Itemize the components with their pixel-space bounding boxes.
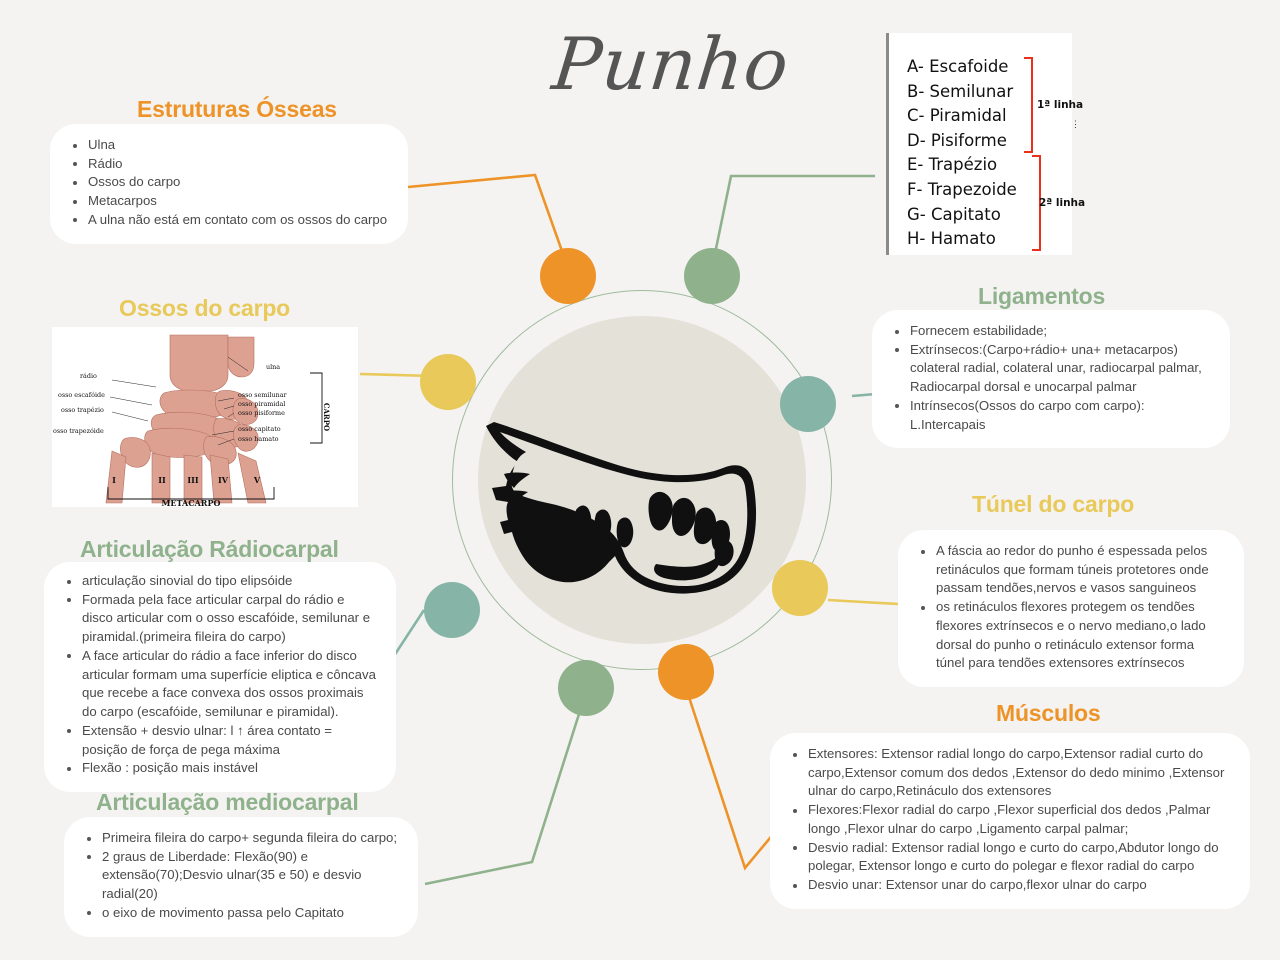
connector-estruturas-osseas [407, 173, 570, 269]
page-title: Punho [548, 22, 794, 106]
list-item: Fornecem estabilidade; [890, 322, 1212, 341]
bracket-first-row-icon [1024, 57, 1033, 153]
svg-text:ulna: ulna [266, 363, 280, 371]
connector-legend [710, 174, 875, 269]
legend-item: A- Escafoide [907, 57, 1009, 76]
center-ring [452, 290, 832, 670]
svg-text:osso escafóide: osso escafóide [58, 391, 105, 399]
legend-item: D- Pisiforme [907, 130, 1007, 150]
list-item: Rádio [68, 155, 390, 174]
node-articulacao-radiocarpal[interactable] [424, 582, 480, 638]
fist-wrist-illustration [486, 422, 757, 594]
list-item: Extrínsecos:(Carpo+rádio+ una+ metacarpo… [890, 341, 1212, 397]
legend-item: B- Semilunar [907, 81, 1014, 101]
legend-item: E- Trapézio [907, 155, 998, 175]
list-item: Flexão : posição mais instável [62, 759, 378, 778]
legend-group2-label: 2ª linha [1039, 197, 1086, 209]
card-musculos: Extensores: Extensor radial longo do car… [770, 733, 1250, 909]
list-item: Ossos do carpo [68, 173, 390, 192]
heading-musculos: Músculos [996, 700, 1101, 726]
list-item: A fáscia ao redor do punho é espessada p… [916, 542, 1226, 598]
legend-item: H- Hamato [907, 229, 996, 249]
heading-articulacao-radiocarpal: Articulação Rádiocarpal [80, 536, 339, 562]
svg-text:V: V [253, 475, 261, 485]
list-item: Desvio unar: Extensor unar do carpo,flex… [788, 876, 1232, 895]
list-item: articulação sinovial do tipo elipsóide [62, 572, 378, 591]
heading-tunel-do-carpo: Túnel do carpo [972, 491, 1135, 517]
list-item: Primeira fileira do carpo+ segunda filei… [82, 829, 400, 848]
card-estruturas-osseas: Ulna Rádio Ossos do carpo Metacarpos A u… [50, 124, 408, 244]
card-articulacao-mediocarpal: Primeira fileira do carpo+ segunda filei… [64, 817, 418, 937]
svg-text:II: II [158, 475, 166, 485]
card-articulacao-radiocarpal: articulação sinovial do tipo elipsóide F… [44, 562, 396, 793]
node-articulacao-mediocarpal[interactable] [558, 660, 614, 716]
heading-articulacao-mediocarpal: Articulação mediocarpal [96, 789, 359, 815]
bracket-second-row-icon [1032, 155, 1041, 251]
node-legend[interactable] [684, 248, 740, 304]
svg-text:METACARPO: METACARPO [162, 498, 221, 507]
svg-text:osso piramidal: osso piramidal [238, 400, 285, 408]
heading-estruturas-osseas: Estruturas Ósseas [137, 96, 337, 122]
connector-tunel-do-carpo [827, 598, 899, 606]
svg-text:IV: IV [218, 475, 229, 485]
list-item: A face articular do rádio a face inferio… [62, 647, 378, 722]
svg-text:rádio: rádio [80, 372, 97, 380]
list-item: Ulna [68, 136, 390, 155]
carpal-bones-anatomy-image: rádio osso escafóide osso trapézio osso … [52, 327, 358, 507]
node-ossos-do-carpo[interactable] [420, 354, 476, 410]
list-item: Intrínsecos(Ossos do carpo com carpo): L… [890, 397, 1212, 434]
svg-text:osso semilunar: osso semilunar [238, 391, 288, 399]
list-item: Metacarpos [68, 192, 390, 211]
card-ligamentos: Fornecem estabilidade; Extrínsecos:(Carp… [872, 310, 1230, 449]
node-estruturas-osseas[interactable] [540, 248, 596, 304]
legend-tick-icon: ⋮ [1071, 119, 1080, 129]
list-item: Desvio radial: Extensor radial longo e c… [788, 839, 1232, 876]
list-item: A ulna não está em contato com os ossos … [68, 211, 390, 230]
list-item: 2 graus de Liberdade: Flexão(90) e exten… [82, 848, 400, 904]
list-item: Formada pela face articular carpal do rá… [62, 591, 378, 647]
connector-articulacao-mediocarpal [424, 691, 588, 886]
list-item: os retináculos flexores protegem os tend… [916, 598, 1226, 673]
svg-text:osso pisiforme: osso pisiforme [238, 409, 285, 417]
heading-ligamentos: Ligamentos [978, 283, 1106, 309]
node-musculos[interactable] [658, 644, 714, 700]
svg-text:osso trapézio: osso trapézio [61, 406, 104, 414]
connector-musculos [684, 687, 776, 871]
list-item: o eixo de movimento passa pelo Capitato [82, 904, 400, 923]
svg-text:CARPO: CARPO [322, 403, 331, 431]
node-tunel-do-carpo[interactable] [772, 560, 828, 616]
svg-text:I: I [112, 475, 116, 485]
svg-text:osso trapezóide: osso trapezóide [53, 427, 104, 435]
svg-text:III: III [187, 475, 198, 485]
card-tunel-do-carpo: A fáscia ao redor do punho é espessada p… [898, 530, 1244, 688]
node-ligamentos[interactable] [780, 376, 836, 432]
carpal-bones-legend: A- Escafoide B- Semilunar C- Piramidal D… [886, 33, 1085, 255]
svg-text:osso capitato: osso capitato [238, 425, 281, 433]
heading-ossos-do-carpo: Ossos do carpo [119, 295, 291, 321]
list-item: Extensores: Extensor radial longo do car… [788, 745, 1232, 801]
list-item: Extensão + desvio ulnar: l ↑ área contat… [62, 722, 378, 759]
legend-item: F- Trapezoide [907, 179, 1017, 199]
svg-text:osso hamato: osso hamato [238, 435, 279, 443]
legend-item: C- Piramidal [907, 106, 1007, 126]
legend-group1-label: 1ª linha [1037, 99, 1084, 111]
legend-item: G- Capitato [907, 204, 1001, 224]
list-item: Flexores:Flexor radial do carpo ,Flexor … [788, 801, 1232, 838]
